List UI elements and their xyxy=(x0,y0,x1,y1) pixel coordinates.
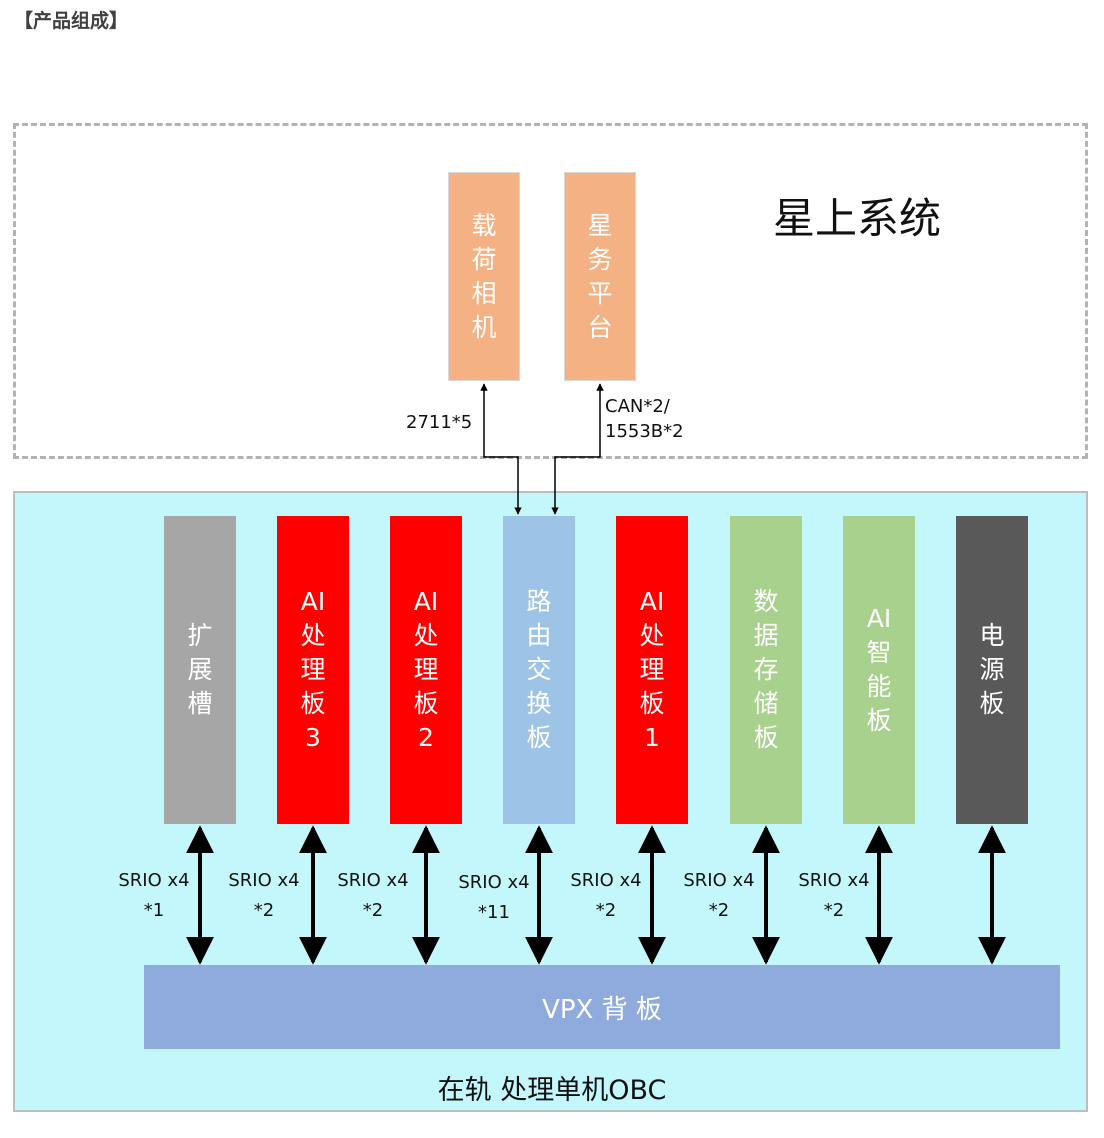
card-char: 槽 xyxy=(187,689,213,718)
srio-line: SRIO x4 xyxy=(458,872,530,893)
card-char: AI xyxy=(866,604,892,633)
camera-link-label: 2711*5 xyxy=(406,410,472,435)
card-char: 数 xyxy=(753,587,779,616)
card-char: 3 xyxy=(305,723,321,752)
card-char: AI xyxy=(413,587,439,616)
srio-line: *2 xyxy=(823,900,845,921)
card-char: 智 xyxy=(866,638,892,667)
platform-link-line xyxy=(551,383,604,515)
srio-line: *2 xyxy=(708,900,730,921)
srio-line: SRIO x4 xyxy=(570,870,642,891)
section-heading: 【产品组成】 xyxy=(14,10,129,32)
power-board-block: 电 源 板 xyxy=(956,516,1028,824)
card-char: 源 xyxy=(979,655,1005,684)
srio-line: SRIO x4 xyxy=(798,870,870,891)
card-char: 平 xyxy=(587,278,613,308)
srio-line: SRIO x4 xyxy=(337,870,409,891)
ai-board-1-block: AI 处 理 板 1 xyxy=(616,516,688,824)
card-char: 路 xyxy=(526,587,552,616)
card-char: 扩 xyxy=(187,621,213,650)
card-char: 换 xyxy=(526,689,552,718)
card-char: 处 xyxy=(413,621,439,650)
srio-line: *11 xyxy=(478,902,510,923)
link-label-line: CAN*2/ xyxy=(605,396,670,417)
card-char: 载 xyxy=(471,210,497,240)
card-char: 处 xyxy=(300,621,326,650)
card-char: 板 xyxy=(639,689,665,718)
card-char: 由 xyxy=(526,621,552,650)
card-char: 处 xyxy=(639,621,665,650)
srio-label-ai2: SRIO x4 *2 xyxy=(323,866,423,926)
card-char: 能 xyxy=(866,672,892,701)
srio-line: *2 xyxy=(253,900,275,921)
data-storage-board-block: 数 据 存 储 板 xyxy=(730,516,802,824)
srio-label-expansion: SRIO x4 *1 xyxy=(104,866,204,926)
expansion-slot-block: 扩 展 槽 xyxy=(164,516,236,824)
ai-board-3-block: AI 处 理 板 3 xyxy=(277,516,349,824)
srio-label-ai3: SRIO x4 *2 xyxy=(214,866,314,926)
srio-line: SRIO x4 xyxy=(683,870,755,891)
camera-link-line xyxy=(480,383,522,515)
card-char: 务 xyxy=(587,244,613,274)
srio-label-router: SRIO x4 *11 xyxy=(444,868,544,928)
srio-line: SRIO x4 xyxy=(118,870,190,891)
link-label-text: 2711*5 xyxy=(406,412,473,433)
card-char: 板 xyxy=(526,723,552,752)
card-char: 1 xyxy=(644,723,660,752)
card-char: AI xyxy=(639,587,665,616)
card-char: 展 xyxy=(187,655,213,684)
card-char: 板 xyxy=(866,706,892,735)
ai-smart-board-block: AI 智 能 板 xyxy=(843,516,915,824)
card-char: 机 xyxy=(471,312,497,342)
card-char: 2 xyxy=(418,723,434,752)
card-char: 板 xyxy=(413,689,439,718)
satellite-system-title: 星上系统 xyxy=(773,194,942,243)
card-char: AI xyxy=(300,587,326,616)
card-char: 星 xyxy=(587,210,613,240)
satellite-platform-block: 星 务 平 台 xyxy=(564,172,636,381)
card-char: 存 xyxy=(753,655,779,684)
card-char: 据 xyxy=(753,621,779,650)
srio-line: SRIO x4 xyxy=(228,870,300,891)
card-char: 储 xyxy=(753,689,779,718)
srio-line: *2 xyxy=(595,900,617,921)
satellite-system-boundary xyxy=(13,123,1088,459)
srio-line: *2 xyxy=(362,900,384,921)
card-char: 理 xyxy=(413,655,439,684)
ai-board-2-block: AI 处 理 板 2 xyxy=(390,516,462,824)
srio-line: *1 xyxy=(143,900,165,921)
srio-label-ai-smart: SRIO x4 *2 xyxy=(784,866,884,926)
obc-unit-label: 在轨 处理单机OBC xyxy=(437,1075,667,1106)
card-char: 理 xyxy=(639,655,665,684)
srio-label-ai1: SRIO x4 *2 xyxy=(556,866,656,926)
card-char: 板 xyxy=(979,689,1005,718)
card-char: 相 xyxy=(471,278,497,308)
card-char: 板 xyxy=(300,689,326,718)
card-char: 荷 xyxy=(471,244,497,274)
card-char: 理 xyxy=(300,655,326,684)
srio-label-storage: SRIO x4 *2 xyxy=(669,866,769,926)
card-char: 电 xyxy=(979,621,1005,650)
link-label-line: 1553B*2 xyxy=(605,421,684,442)
router-switch-board-block: 路 由 交 换 板 xyxy=(503,516,575,824)
platform-link-label: CAN*2/ 1553B*2 xyxy=(605,394,684,444)
card-char: 板 xyxy=(753,723,779,752)
card-char: 交 xyxy=(526,655,552,684)
vpx-backplane: VPX 背 板 xyxy=(144,965,1060,1049)
card-char: 台 xyxy=(587,312,613,342)
payload-camera-block: 载 荷 相 机 xyxy=(448,172,520,381)
